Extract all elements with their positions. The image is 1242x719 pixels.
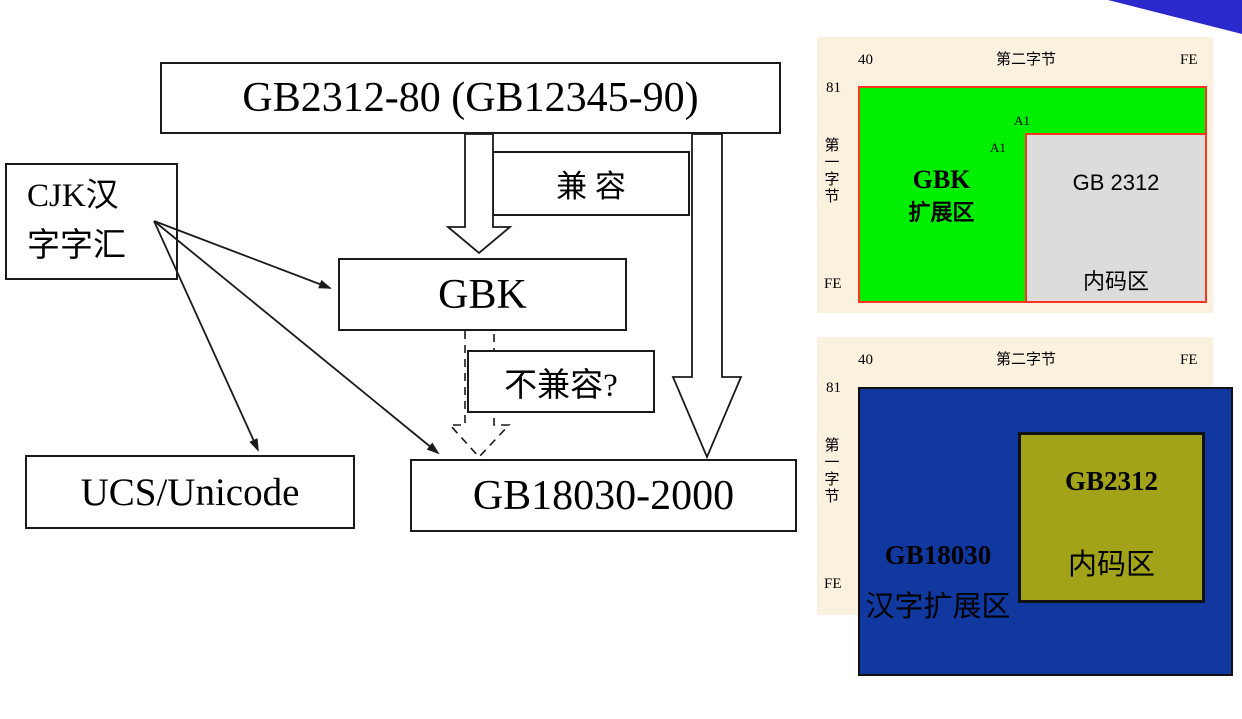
gb18030-2000-box: GB18030-2000 bbox=[410, 459, 797, 532]
gbk-box: GBK bbox=[338, 258, 627, 331]
corner-triangle-decoration bbox=[1108, 0, 1242, 34]
line-cjk-to-gbk bbox=[153, 220, 332, 289]
gb2312-80-label: GB2312-80 (GB12345-90) bbox=[242, 75, 699, 121]
gb18030-2000-label: GB18030-2000 bbox=[472, 472, 735, 519]
gb2312-inner-zone bbox=[1025, 133, 1207, 303]
gb18030-second-byte-start: 40 bbox=[858, 352, 873, 368]
ucs-unicode-box: UCS/Unicode bbox=[25, 455, 355, 529]
compatible-label: 兼 容 bbox=[556, 169, 626, 204]
gbk-first-byte-start: 81 bbox=[826, 80, 841, 96]
gb18030-inner-subtitle: 内码区 bbox=[1067, 549, 1155, 581]
gb18030-inner-title: GB2312 bbox=[1064, 466, 1158, 496]
gb18030-first-byte-label: 第一字节 bbox=[824, 438, 840, 505]
gb2312-80-box: GB2312-80 (GB12345-90) bbox=[160, 62, 781, 134]
gbk-second-byte-end: FE bbox=[1180, 52, 1198, 68]
gbk-second-byte-start: 40 bbox=[858, 52, 873, 68]
gbk-a1-lower-label: A1 bbox=[990, 140, 1006, 155]
gb18030-extension-title: GB18030 bbox=[884, 540, 992, 570]
gbk-extension-subtitle: 扩展区 bbox=[908, 200, 975, 225]
gbk-first-byte-label: 第一字节 bbox=[824, 138, 840, 205]
gb18030-second-byte-end: FE bbox=[1180, 352, 1198, 368]
gb18030-extension-subtitle: 汉字扩展区 bbox=[865, 591, 1011, 623]
gbk-extension-title: GBK bbox=[912, 165, 971, 194]
compatible-box: 兼 容 bbox=[492, 151, 690, 216]
cjk-hanzi-line1: CJK汉 bbox=[27, 178, 119, 214]
gbk-first-byte-end: FE bbox=[824, 276, 842, 292]
cjk-hanzi-box: CJK汉 字字汇 bbox=[5, 163, 178, 280]
gb2312-inner-title: GB 2312 bbox=[1072, 170, 1160, 195]
gb18030-inner-zone bbox=[1018, 432, 1205, 603]
ucs-unicode-label: UCS/Unicode bbox=[80, 470, 300, 514]
gbk-label: GBK bbox=[438, 271, 527, 318]
cjk-hanzi-label: CJK汉 字字汇 bbox=[27, 172, 126, 271]
line-cjk-to-gb18030 bbox=[153, 220, 440, 455]
gbk-a1-upper-label: A1 bbox=[1014, 113, 1030, 128]
gb2312-inner-subtitle: 内码区 bbox=[1082, 269, 1149, 294]
gb18030-first-byte-start: 81 bbox=[826, 380, 841, 396]
gb18030-first-byte-end: FE bbox=[824, 576, 842, 592]
gb18030-second-byte-label: 第二字节 bbox=[995, 352, 1056, 368]
gbk-second-byte-label: 第二字节 bbox=[995, 52, 1056, 68]
incompatible-box: 不兼容? bbox=[467, 350, 655, 413]
incompatible-label: 不兼容? bbox=[504, 367, 618, 404]
cjk-hanzi-line2: 字字汇 bbox=[27, 227, 126, 264]
